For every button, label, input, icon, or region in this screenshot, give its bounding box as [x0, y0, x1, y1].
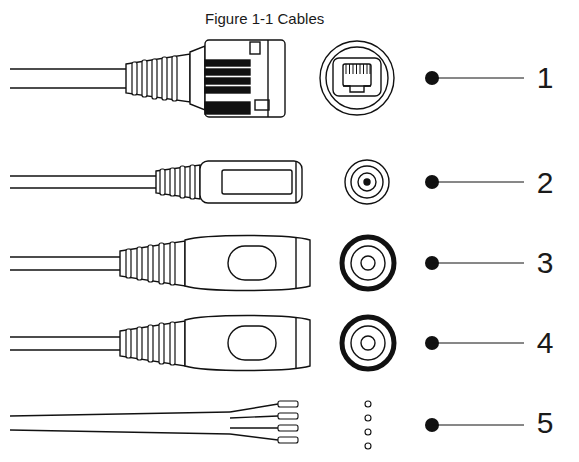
figure-title: Figure 1-1 Cables: [205, 10, 324, 27]
callout-number: 2: [537, 168, 554, 198]
rca-cable: [10, 316, 524, 371]
callout-number: 1: [537, 63, 554, 93]
power-cable: [10, 160, 524, 204]
callout-number: 5: [537, 408, 554, 438]
callout-number: 4: [537, 328, 554, 358]
callout-number: 3: [537, 248, 554, 278]
rca-cable: [10, 236, 524, 291]
wire-cable: [10, 401, 524, 449]
rj45-cable: [10, 40, 524, 117]
